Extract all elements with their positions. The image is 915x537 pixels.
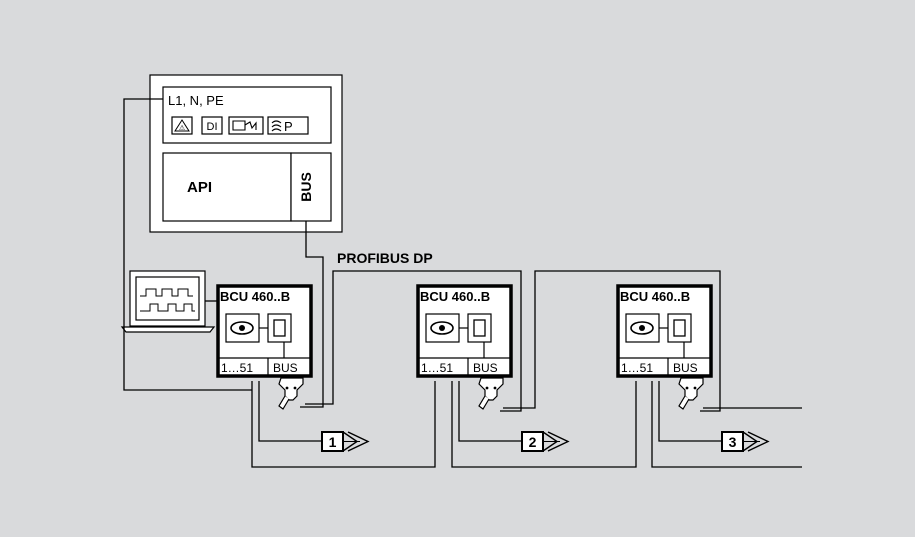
flame-outer-icon	[347, 431, 370, 452]
profibus-connector-icon	[478, 377, 504, 410]
plc-cabinet: L1, N, PE ⚠ DI P API BUS	[149, 74, 343, 233]
gas-pressure-icon	[271, 120, 282, 132]
flame-outer-icon	[547, 431, 570, 452]
eye-icon	[230, 321, 254, 335]
terminal-io-label: 1…51	[221, 361, 253, 375]
bcu-title: BCU 460..B	[620, 289, 690, 304]
chip-icon	[273, 319, 286, 337]
eye-icon	[630, 321, 654, 335]
bcu-title: BCU 460..B	[220, 289, 290, 304]
bcu-title: BCU 460..B	[420, 289, 490, 304]
burner-icon: 2	[521, 431, 570, 452]
digital-input-label: DI	[207, 121, 218, 133]
plc-bus-label: BUS	[298, 172, 314, 202]
digital-input-icon-box	[201, 116, 223, 135]
output-wire-3	[651, 381, 802, 468]
burner-feed-wire-1	[258, 381, 322, 442]
terminal-bus-label: BUS	[673, 361, 698, 375]
profibus-label: PROFIBUS DP	[337, 250, 433, 266]
terminal-io-label: 1…51	[621, 361, 653, 375]
laptop	[120, 270, 216, 333]
profibus-segment-1-2	[305, 270, 522, 412]
terminal-bus-label: BUS	[273, 361, 298, 375]
power-supply-wire	[123, 98, 252, 391]
chip-icon	[473, 319, 486, 337]
bcu-frame	[616, 284, 713, 378]
warning-icon-box	[171, 116, 193, 135]
plc-bus-module	[290, 152, 332, 222]
plc-icon-row: ⚠ DI P	[171, 116, 309, 135]
output-wire-1	[251, 381, 436, 468]
output-wire-2	[451, 381, 637, 468]
warning-icon	[174, 119, 190, 132]
terminal-bus-label: BUS	[473, 361, 498, 375]
bus-module-box	[667, 313, 692, 343]
plc-api-label: API	[187, 179, 212, 196]
terminal-io-label: 1…51	[421, 361, 453, 375]
laptop-signal-trace-2	[140, 303, 195, 312]
bcu-unit-1: BCU 460..B 1…51 BUS 1	[216, 284, 370, 452]
plc-api-panel	[162, 152, 292, 222]
eye-pupil-icon	[439, 325, 445, 331]
burner-number: 3	[729, 434, 737, 450]
wiring	[123, 98, 802, 468]
burner-icon: 1	[321, 431, 370, 452]
ignition-icon-box	[228, 116, 264, 135]
bus-module-box	[467, 313, 492, 343]
flame-outer-icon	[747, 431, 770, 452]
laptop-signal-trace-1	[140, 288, 193, 297]
burner-icon: 3	[721, 431, 770, 452]
ignition-transformer-icon	[232, 120, 257, 131]
burner-number: 2	[529, 434, 537, 450]
bcu-unit-2: BCU 460..B 1…51 BUS 2	[416, 284, 570, 452]
pressure-icon-label: P	[284, 119, 293, 134]
burner-feed-wire-2	[458, 381, 522, 442]
eye-pupil-icon	[639, 325, 645, 331]
eye-pupil-icon	[239, 325, 245, 331]
laptop-screen	[135, 276, 200, 321]
profibus-connector-icon	[678, 377, 704, 410]
profibus-segment-2-3	[503, 270, 721, 412]
laptop-keyboard	[120, 326, 216, 333]
eye-icon	[430, 321, 454, 335]
plc-power-label: L1, N, PE	[168, 93, 224, 108]
warning-icon-glyph: ⚠	[179, 124, 185, 132]
bus-module-box	[267, 313, 292, 343]
chip-icon	[673, 319, 686, 337]
burner-number: 1	[329, 434, 337, 450]
burner-feed-wire-3	[658, 381, 722, 442]
profibus-segment-plc	[300, 221, 324, 408]
profibus-connector-icon	[278, 377, 304, 410]
bcu-unit-3: BCU 460..B 1…51 BUS 3	[616, 284, 770, 452]
